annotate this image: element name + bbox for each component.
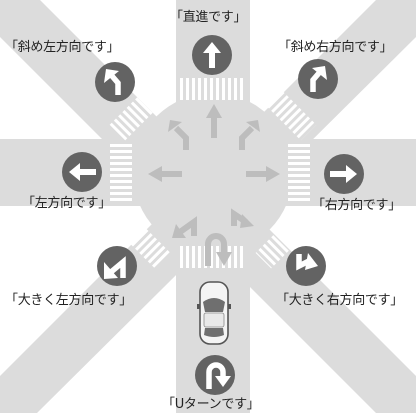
crosswalk-north	[180, 78, 246, 100]
label-sharp-left: 「大きく左方向です」	[5, 293, 133, 308]
label-sharp-right: 「大きく右方向です」	[276, 293, 404, 308]
lane-arrow-sharp-right	[231, 208, 254, 228]
crosswalk-southeast	[255, 207, 317, 269]
arrow-sharp-left-icon	[97, 246, 137, 286]
lane-arrows	[148, 104, 280, 266]
crosswalk-northeast	[255, 79, 317, 141]
lane-arrow-bear-left	[168, 120, 189, 150]
u-turn-icon	[195, 355, 235, 395]
lane-arrow-u-turn	[205, 233, 232, 266]
arrow-up-icon	[192, 35, 232, 75]
arrow-left-icon	[62, 152, 102, 192]
lane-arrow-sharp-left	[172, 216, 197, 238]
roundabout-center	[133, 93, 293, 253]
arrow-bear-left-icon	[95, 62, 135, 102]
label-straight: 「直進です」	[170, 10, 247, 25]
arrow-sharp-right-icon	[286, 246, 326, 286]
lane-arrow-left	[148, 166, 182, 182]
label-diagonal-right: 「斜め右方向です」	[278, 40, 393, 55]
label-left: 「左方向です」	[22, 196, 111, 211]
label-right: 「右方向です」	[312, 198, 401, 213]
arrow-right-icon	[324, 154, 364, 194]
label-u-turn: 「Uターンです」	[162, 397, 260, 412]
crosswalks	[109, 78, 317, 269]
crosswalk-east	[288, 142, 310, 204]
arrow-bear-right-icon	[298, 59, 338, 99]
crosswalk-south	[180, 246, 246, 268]
crosswalk-northwest	[109, 79, 171, 141]
lane-arrow-bear-right	[239, 120, 260, 150]
lane-arrow-straight	[206, 104, 222, 138]
lane-arrow-right	[246, 166, 280, 182]
crosswalk-southwest	[109, 207, 171, 269]
label-diagonal-left: 「斜め左方向です」	[5, 40, 120, 55]
car	[197, 281, 231, 345]
crosswalk-west	[110, 142, 132, 204]
